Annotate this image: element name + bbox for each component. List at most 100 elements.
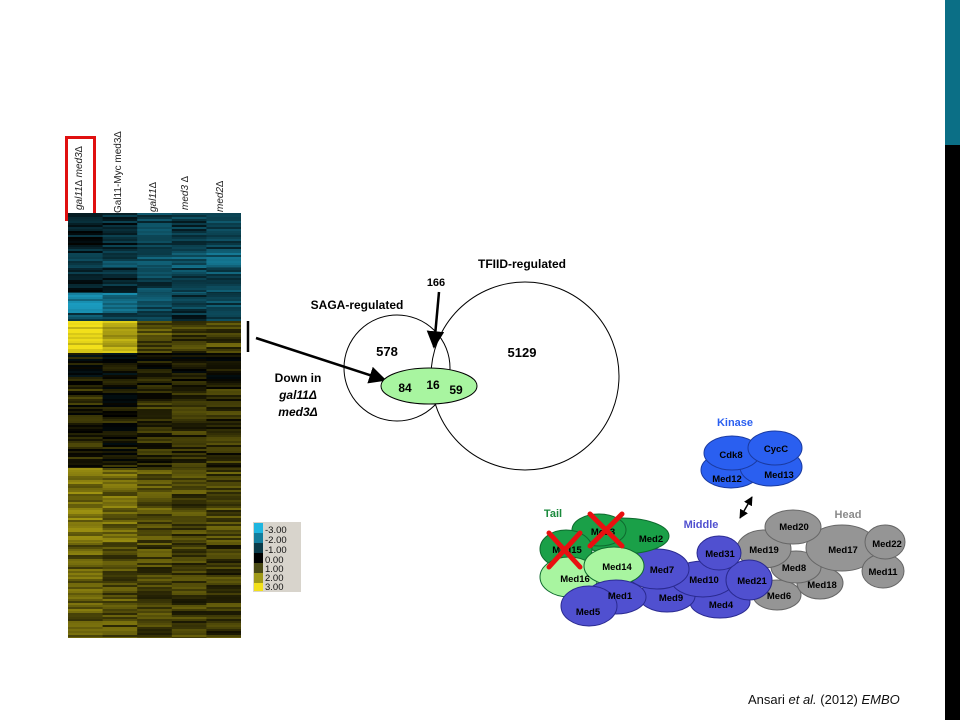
heatmap-cell bbox=[102, 405, 138, 408]
heatmap-cell bbox=[206, 437, 241, 440]
heatmap-cell bbox=[171, 389, 207, 392]
med15-deletion-cross-icon bbox=[546, 530, 583, 570]
heatmap-cell bbox=[102, 516, 138, 519]
heatmap-cell bbox=[102, 229, 138, 232]
heatmap-cell bbox=[171, 272, 207, 275]
heatmap-cell bbox=[68, 437, 104, 440]
heatmap-cell bbox=[137, 276, 173, 279]
heatmap-cell bbox=[102, 579, 138, 582]
heatmap-cell bbox=[171, 417, 207, 420]
heatmap-cell bbox=[171, 514, 207, 517]
heatmap-cell bbox=[171, 409, 207, 412]
heatmap-cell bbox=[68, 307, 104, 310]
subunit-med18: Med18 bbox=[807, 580, 837, 591]
heatmap-cell bbox=[102, 623, 138, 626]
heatmap-cell bbox=[171, 611, 207, 614]
heatmap-cell bbox=[102, 621, 138, 624]
heatmap-cell bbox=[68, 391, 104, 394]
heatmap-cell bbox=[102, 341, 138, 344]
heatmap-cell bbox=[68, 245, 104, 248]
heatmap-cell bbox=[206, 631, 241, 634]
heatmap-cell bbox=[206, 451, 241, 454]
heatmap-cell bbox=[206, 288, 241, 291]
heatmap-cell bbox=[206, 514, 241, 517]
heatmap-cell bbox=[102, 295, 138, 298]
heatmap-cell bbox=[137, 325, 173, 328]
heatmap-cell bbox=[102, 288, 138, 291]
heatmap-cell bbox=[68, 625, 104, 628]
heatmap-cell bbox=[137, 461, 173, 464]
heatmap-cell bbox=[137, 463, 173, 466]
heatmap-cell bbox=[102, 591, 138, 594]
heatmap-cell bbox=[137, 449, 173, 452]
heatmap-cell bbox=[102, 389, 138, 392]
heatmap-cell bbox=[171, 349, 207, 352]
heatmap-cell bbox=[102, 299, 138, 302]
heatmap-cell bbox=[102, 494, 138, 497]
heatmap-cell bbox=[206, 453, 241, 456]
heatmap-cell bbox=[68, 217, 104, 220]
heatmap-cell bbox=[206, 405, 241, 408]
heatmap-cell bbox=[206, 496, 241, 499]
heatmap-cell bbox=[102, 409, 138, 412]
heatmap-cell bbox=[171, 243, 207, 246]
heatmap-cell bbox=[206, 615, 241, 618]
heatmap-cell bbox=[102, 301, 138, 304]
heatmap-cell bbox=[206, 567, 241, 570]
heatmap-cell bbox=[206, 315, 241, 318]
heatmap-cell bbox=[68, 305, 104, 308]
heatmap-cell bbox=[171, 371, 207, 374]
heatmap-cell bbox=[171, 355, 207, 358]
heatmap-cell bbox=[68, 331, 104, 334]
heatmap-cell bbox=[171, 241, 207, 244]
heatmap-cell bbox=[206, 627, 241, 630]
heatmap-cell bbox=[68, 377, 104, 380]
heatmap-cell bbox=[102, 349, 138, 352]
heatmap-cell bbox=[137, 555, 173, 558]
heatmap-cell bbox=[171, 276, 207, 279]
heatmap-cell bbox=[171, 447, 207, 450]
heatmap-cell bbox=[206, 347, 241, 350]
heatmap-cell bbox=[171, 395, 207, 398]
heatmap-cell bbox=[102, 343, 138, 346]
heatmap-cell bbox=[206, 609, 241, 612]
tail-module-label: Tail bbox=[544, 508, 562, 520]
heatmap-cell bbox=[171, 325, 207, 328]
heatmap-cell bbox=[102, 508, 138, 511]
subunit-med17: Med17 bbox=[828, 545, 858, 556]
subunit-med5: Med5 bbox=[576, 607, 601, 618]
heatmap-cell bbox=[102, 243, 138, 246]
heatmap-cell bbox=[171, 274, 207, 277]
heatmap-cell bbox=[206, 484, 241, 487]
heatmap-cell bbox=[102, 274, 138, 277]
heatmap-cell bbox=[206, 257, 241, 260]
heatmap-cell bbox=[206, 443, 241, 446]
heatmap-cell bbox=[102, 321, 138, 324]
heatmap-cell bbox=[171, 309, 207, 312]
heatmap-cell bbox=[137, 504, 173, 507]
heatmap-cell bbox=[171, 233, 207, 236]
heatmap-cell bbox=[68, 455, 104, 458]
heatmap-cell bbox=[206, 265, 241, 268]
heatmap-cell bbox=[171, 223, 207, 226]
heatmap-cell bbox=[68, 617, 104, 620]
heatmap-cell bbox=[206, 565, 241, 568]
heatmap-cell bbox=[171, 401, 207, 404]
heatmap-cell bbox=[171, 345, 207, 348]
heatmap-cell bbox=[68, 341, 104, 344]
heatmap-cell bbox=[68, 215, 104, 218]
heatmap-cell bbox=[206, 325, 241, 328]
heatmap-cell bbox=[206, 637, 241, 638]
down-saga-count: 84 bbox=[398, 381, 412, 395]
heatmap-cell bbox=[171, 339, 207, 342]
heatmap-cell bbox=[206, 593, 241, 596]
subunit-med31: Med31 bbox=[705, 549, 735, 560]
heatmap-cell bbox=[171, 585, 207, 588]
heatmap-cell bbox=[68, 353, 104, 356]
heatmap-cell bbox=[68, 231, 104, 234]
heatmap-cell bbox=[102, 375, 138, 378]
heatmap-cell bbox=[102, 504, 138, 507]
heatmap-cell bbox=[68, 611, 104, 614]
heatmap-cell bbox=[102, 627, 138, 630]
heatmap-cell bbox=[102, 313, 138, 316]
